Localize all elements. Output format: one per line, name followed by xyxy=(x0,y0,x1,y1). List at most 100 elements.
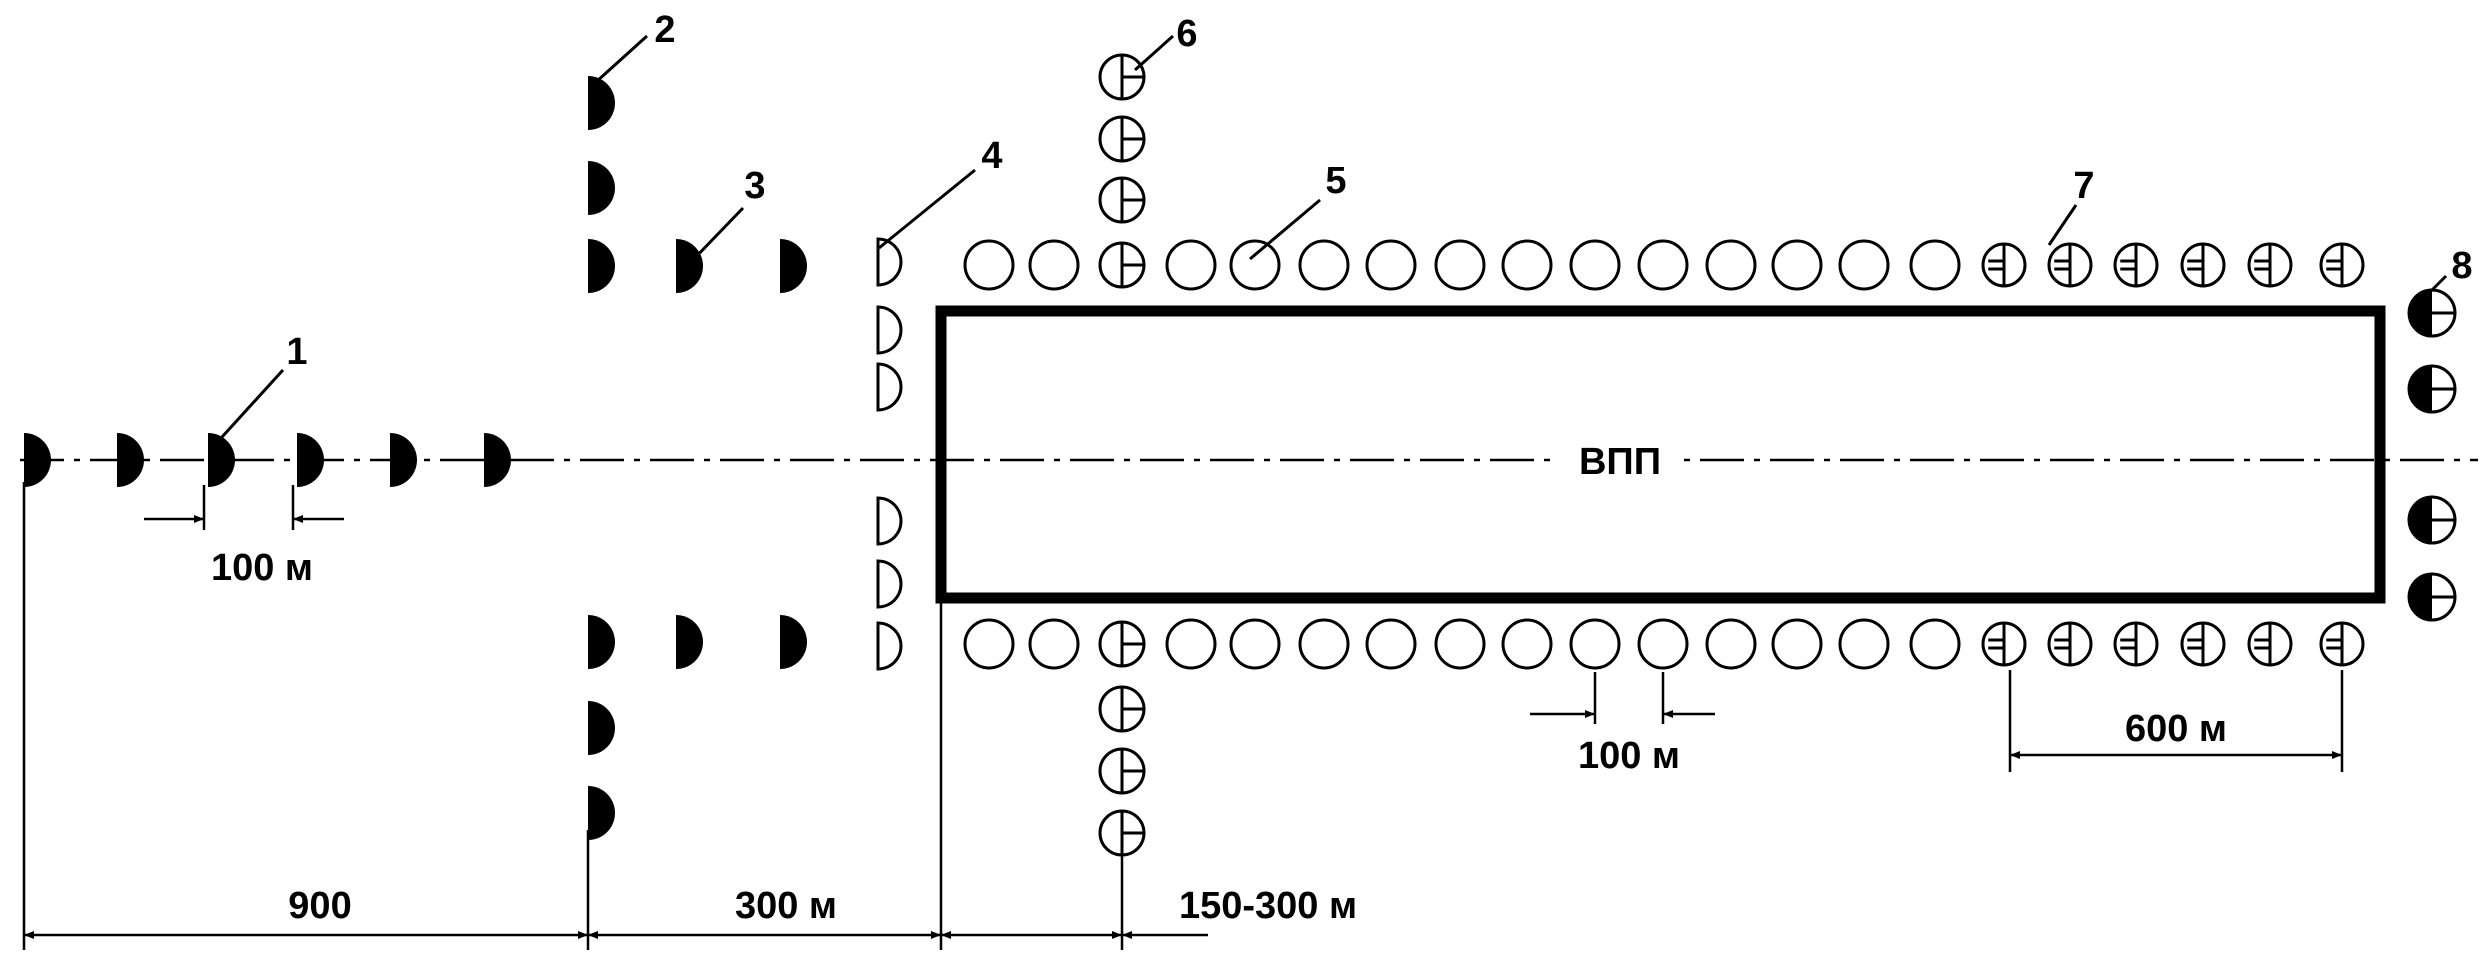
side-row-lights xyxy=(676,239,807,669)
edge-light xyxy=(1028,618,1080,670)
crossbar-light xyxy=(588,239,615,293)
edge-light xyxy=(1705,618,1757,670)
end-section-light xyxy=(2113,621,2159,667)
edge-light xyxy=(1365,239,1417,291)
edge-light xyxy=(1909,618,1961,670)
dim-bottom-chain xyxy=(22,482,1208,950)
end-section-light xyxy=(2113,242,2159,288)
edge-light xyxy=(1365,618,1417,670)
runway-label: ВПП xyxy=(1579,441,1661,483)
threshold-light xyxy=(876,496,903,546)
callout-number-3: 3 xyxy=(744,165,765,207)
runway-end-light xyxy=(2407,572,2457,622)
edge-light xyxy=(1771,618,1823,670)
threshold-light xyxy=(876,621,903,671)
end-section-light xyxy=(2319,621,2365,667)
edge-light xyxy=(1637,618,1689,670)
crossbar-lights xyxy=(588,76,615,840)
edge-lights xyxy=(963,239,1961,670)
approach-lights xyxy=(24,433,511,487)
end-section-light xyxy=(1981,621,2027,667)
touchdown-light xyxy=(1098,241,1146,289)
touchdown-light xyxy=(1098,115,1146,163)
edge-light xyxy=(1229,618,1281,670)
edge-light xyxy=(1165,618,1217,670)
callout-number-2: 2 xyxy=(654,9,675,51)
edge-light xyxy=(1838,618,1890,670)
edge-light xyxy=(1637,239,1689,291)
callout-number-4: 4 xyxy=(981,135,1002,177)
dim-approach-spacing-label: 100 м xyxy=(211,547,313,589)
dim-edge-spacing-label: 100 м xyxy=(1578,735,1680,777)
edge-light xyxy=(1838,239,1890,291)
end-section-light xyxy=(2047,621,2093,667)
crossbar-light xyxy=(588,701,615,755)
callout-number-8: 8 xyxy=(2451,245,2472,287)
threshold-light xyxy=(876,305,903,355)
edge-light xyxy=(1771,239,1823,291)
end-section-light xyxy=(2247,242,2293,288)
edge-light xyxy=(1165,239,1217,291)
dim-approach-spacing xyxy=(144,485,344,530)
end-lights xyxy=(2407,288,2457,622)
end-section-light xyxy=(2047,242,2093,288)
touchdown-light xyxy=(1098,747,1146,795)
callout-number-1: 1 xyxy=(286,331,307,373)
threshold-light xyxy=(876,559,903,609)
edge-light xyxy=(1229,239,1281,291)
approach-light xyxy=(390,433,417,487)
crossbar-light xyxy=(588,161,615,215)
callouts xyxy=(210,34,2448,450)
side-row-light xyxy=(676,239,703,293)
crossbar-light xyxy=(588,76,615,130)
end-section-light xyxy=(2247,621,2293,667)
approach-light xyxy=(117,433,144,487)
side-row-light xyxy=(780,615,807,669)
edge-light xyxy=(1298,618,1350,670)
touchdown-light xyxy=(1098,620,1146,668)
touchdown-light xyxy=(1098,176,1146,224)
threshold-lights xyxy=(876,237,903,671)
dim-edge-spacing xyxy=(1530,672,1715,724)
approach-light xyxy=(297,433,324,487)
runway-outline xyxy=(935,305,2386,604)
runway-end-light xyxy=(2407,288,2457,338)
edge-light xyxy=(1909,239,1961,291)
edge-light xyxy=(1434,618,1486,670)
edge-light xyxy=(963,618,1015,670)
edge-light xyxy=(1434,239,1486,291)
side-row-light xyxy=(676,615,703,669)
dim-crossbar-threshold-label: 300 м xyxy=(735,885,837,927)
edge-light xyxy=(1501,239,1553,291)
dim-approach-length-label: 900 xyxy=(288,885,351,927)
approach-light xyxy=(484,433,511,487)
end-section-lights xyxy=(1981,242,2365,667)
end-section-light xyxy=(2319,242,2365,288)
dim-last-section xyxy=(2008,670,2344,772)
end-section-light xyxy=(1981,242,2027,288)
touchdown-light xyxy=(1098,685,1146,733)
edge-light xyxy=(1705,239,1757,291)
edge-light xyxy=(1028,239,1080,291)
approach-light xyxy=(208,433,235,487)
touchdown-lights xyxy=(1098,53,1146,857)
runway-end-light xyxy=(2407,495,2457,545)
touchdown-light xyxy=(1098,53,1146,101)
crossbar-light xyxy=(588,615,615,669)
edge-light xyxy=(1298,239,1350,291)
threshold-light xyxy=(876,362,903,412)
end-section-light xyxy=(2180,621,2226,667)
edge-light xyxy=(1501,618,1553,670)
edge-light xyxy=(1569,239,1621,291)
edge-light xyxy=(963,239,1015,291)
side-row-light xyxy=(780,239,807,293)
edge-light xyxy=(1569,618,1621,670)
callout-number-6: 6 xyxy=(1176,13,1197,55)
callout-number-5: 5 xyxy=(1325,160,1346,202)
callout-number-7: 7 xyxy=(2073,165,2094,207)
runway-label-bg xyxy=(1556,436,1684,484)
dim-threshold-touchdown-label: 150-300 м xyxy=(1179,885,1357,927)
approach-light xyxy=(24,433,51,487)
crossbar-light xyxy=(588,786,615,840)
